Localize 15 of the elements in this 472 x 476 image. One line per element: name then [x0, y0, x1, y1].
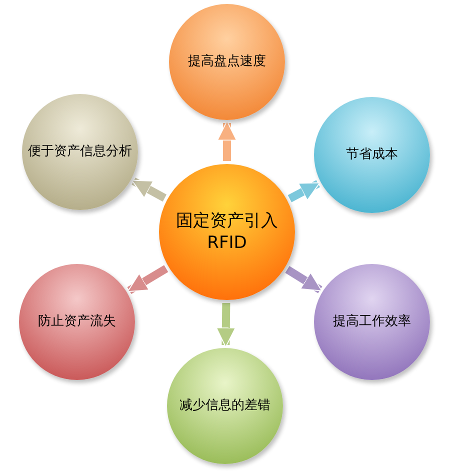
arrow — [216, 302, 236, 348]
arrow — [216, 120, 238, 161]
node-label: 节省成本 — [346, 146, 398, 164]
arrow — [285, 266, 322, 294]
node-label: 提高工作效率 — [333, 314, 411, 330]
circle-node — [314, 264, 430, 380]
node-label: 固定资产引入 RFID — [175, 210, 279, 254]
node-label: 减少信息的差错 — [180, 398, 270, 414]
node-label: 防止资产流失 — [38, 314, 116, 330]
arrow — [131, 178, 167, 202]
circle-node — [314, 97, 430, 213]
arrow — [127, 265, 168, 294]
arrow — [288, 180, 320, 202]
node-label: 便于资产信息分析 — [28, 144, 132, 160]
node-label: 提高盘点速度 — [188, 54, 266, 70]
